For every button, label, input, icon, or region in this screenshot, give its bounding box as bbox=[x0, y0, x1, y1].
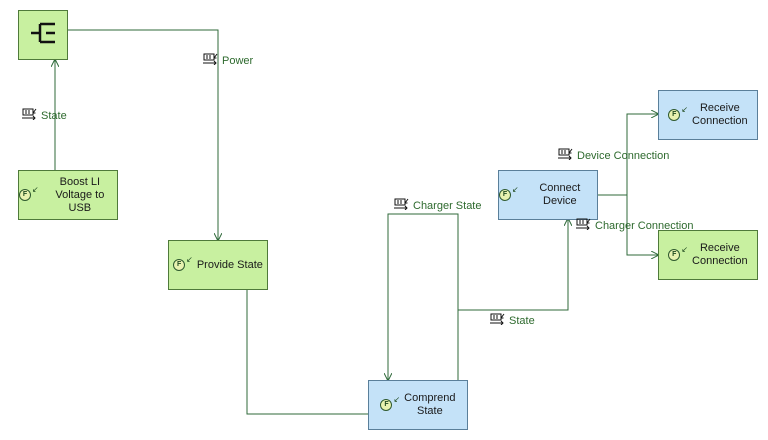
flow-item-icon bbox=[576, 218, 592, 233]
function-node-connect-device[interactable]: F↙ Connect Device bbox=[498, 170, 598, 220]
flow-item-icon bbox=[203, 53, 219, 68]
flow-label-state-mid[interactable]: State bbox=[490, 313, 535, 328]
flow-label-power[interactable]: Power bbox=[203, 53, 253, 68]
node-label: Connect Device bbox=[539, 182, 581, 207]
node-label: Receive Connection bbox=[692, 242, 748, 267]
function-icon: F↙ bbox=[380, 396, 400, 411]
function-node-boost[interactable]: F↙ Boost LI Voltage to USB bbox=[18, 170, 118, 220]
flow-item-icon bbox=[558, 148, 574, 163]
node-label: Boost LI Voltage to USB bbox=[55, 175, 105, 214]
flow-label-device-connection[interactable]: Device Connection bbox=[558, 148, 669, 163]
function-node-receive-connection-top[interactable]: F↙ Receive Connection bbox=[658, 90, 758, 140]
flow-item-icon bbox=[22, 108, 38, 123]
node-label: Receive Connection bbox=[692, 102, 748, 127]
flow-line-charger-state[interactable] bbox=[388, 213, 459, 380]
flow-label-charger-connection[interactable]: Charger Connection bbox=[576, 218, 693, 233]
flow-line-power[interactable] bbox=[67, 29, 218, 240]
function-node-receive-connection-bottom[interactable]: F↙ Receive Connection bbox=[658, 230, 758, 280]
power-source-node[interactable] bbox=[18, 10, 68, 60]
flow-line-state-mid[interactable] bbox=[457, 219, 568, 390]
flow-label-state-left[interactable]: State bbox=[22, 108, 67, 123]
function-node-provide-state[interactable]: F↙ Provide State bbox=[168, 240, 268, 290]
flow-label-charger-state[interactable]: Charger State bbox=[394, 198, 481, 213]
function-icon: F↙ bbox=[173, 256, 193, 271]
flow-item-icon bbox=[394, 198, 410, 213]
function-icon: F↙ bbox=[499, 186, 519, 201]
flow-line-charger-connection[interactable] bbox=[597, 194, 658, 255]
function-node-comprend-state[interactable]: F↙ Comprend State bbox=[368, 380, 468, 430]
flow-item-icon bbox=[490, 313, 506, 328]
function-icon: F↙ bbox=[668, 246, 688, 261]
power-connector-icon bbox=[28, 20, 58, 50]
flow-line-provide-to-comprend[interactable] bbox=[246, 290, 368, 415]
node-label: Comprend State bbox=[404, 392, 456, 417]
node-label: Provide State bbox=[196, 258, 263, 271]
function-icon: F↙ bbox=[19, 186, 39, 201]
function-icon: F↙ bbox=[668, 106, 688, 121]
